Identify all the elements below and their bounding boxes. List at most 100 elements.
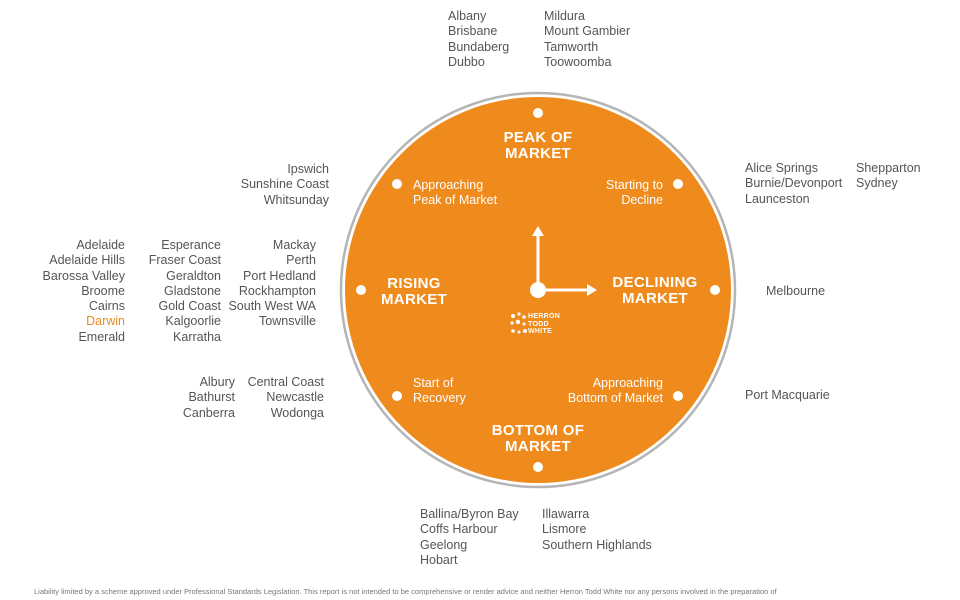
marker-starting-decline: [673, 179, 683, 189]
outer-ring: [339, 91, 737, 489]
location-item: Port Macquarie: [745, 388, 830, 402]
locations-bottom-left: Ballina/Byron Bay Coffs Harbour Geelong …: [420, 507, 519, 568]
phase-declining-line1: DECLINING: [612, 274, 698, 291]
location-item: Port Hedland: [243, 268, 316, 283]
subphase-approaching-peak: Approaching Peak of Market: [413, 178, 497, 207]
location-item: Shepparton: [856, 161, 921, 175]
subphase-approaching-bottom-line2: Bottom of Market: [567, 390, 663, 405]
location-item: Brisbane: [448, 24, 498, 39]
location-item: Wodonga: [270, 405, 324, 420]
location-item: Mount Gambier: [544, 24, 631, 39]
location-item: Launceston: [745, 191, 810, 206]
location-item: Cairns: [88, 299, 125, 314]
location-item: Southern Highlands: [542, 537, 652, 552]
location-item: Ipswich: [287, 162, 329, 176]
minute-hand-arrow-icon: [587, 284, 597, 296]
location-item: Sunshine Coast: [240, 177, 329, 192]
subphase-start-recovery-line1: Start of: [413, 376, 454, 390]
subphase-starting-decline-line1: Starting to: [606, 178, 663, 192]
subphase-approaching-peak-line2: Peak of Market: [413, 192, 498, 207]
hour-hand-arrow-icon: [532, 226, 544, 236]
clock-hub: [530, 282, 546, 298]
location-item: Perth: [286, 253, 316, 268]
location-item: Barossa Valley: [42, 268, 125, 283]
marker-declining: [710, 285, 720, 295]
locations-rising-col2: Esperance Fraser Coast Geraldton Gladsto…: [130, 238, 221, 345]
location-item: Fraser Coast: [148, 253, 221, 268]
location-item: Alice Springs: [745, 161, 818, 175]
logo-line2: TODD: [528, 320, 549, 328]
locations-bottom-right: Illawarra Lismore Southern Highlands: [542, 507, 652, 553]
location-item: Broome: [81, 283, 125, 298]
location-item: Toowoomba: [544, 54, 612, 69]
subphase-start-recovery-line2: Recovery: [413, 390, 466, 405]
phase-rising-line1: RISING: [387, 275, 441, 292]
location-item: Bathurst: [188, 390, 235, 405]
location-item: Tamworth: [544, 39, 599, 54]
location-item: Whitsunday: [263, 192, 329, 207]
location-item: Lismore: [542, 522, 587, 537]
locations-start-recovery-right: Central Coast Newcastle Wodonga: [238, 375, 324, 421]
location-item: Burnie/Devonport: [745, 176, 843, 191]
subphase-approaching-peak-line1: Approaching: [413, 178, 484, 192]
location-item: Geelong: [420, 537, 468, 552]
location-item: Kalgoorlie: [165, 314, 221, 329]
phase-declining: DECLINING MARKET: [600, 275, 710, 307]
location-item: Adelaide Hills: [49, 253, 125, 268]
location-item: Melbourne: [766, 284, 826, 298]
location-item: Canberra: [182, 405, 235, 420]
logo-dots-icon: [510, 312, 527, 334]
location-item-highlighted: Darwin: [86, 314, 125, 329]
locations-starting-decline-right: Shepparton Sydney: [856, 161, 921, 192]
subphase-starting-decline: Starting to Decline: [570, 178, 663, 207]
marker-rising: [356, 285, 366, 295]
location-item: Mildura: [544, 9, 585, 23]
location-item: Gladstone: [164, 283, 221, 298]
location-item: Bundaberg: [448, 39, 510, 54]
locations-peak-right: Mildura Mount Gambier Tamworth Toowoomba: [544, 9, 630, 70]
locations-approaching-bottom: Port Macquarie: [745, 388, 830, 403]
location-item: Karratha: [173, 329, 221, 344]
subphase-starting-decline-line2: Decline: [621, 192, 663, 207]
location-item: Coffs Harbour: [420, 522, 498, 537]
location-item: Geraldton: [166, 268, 221, 283]
location-item: Hobart: [420, 552, 458, 567]
location-item: Ballina/Byron Bay: [420, 507, 519, 521]
location-item: Central Coast: [247, 375, 324, 389]
location-item: Albany: [448, 9, 487, 23]
company-logo: HERRON TODD WHITE: [528, 313, 560, 336]
marker-peak: [533, 108, 543, 118]
disclaimer-footer: Liability limited by a scheme approved u…: [34, 587, 777, 596]
location-item: Mackay: [272, 238, 316, 252]
location-item: Townsville: [259, 314, 316, 329]
locations-rising-col3: Mackay Perth Port Hedland Rockhampton So…: [222, 238, 316, 330]
subphase-start-recovery: Start of Recovery: [413, 376, 466, 405]
marker-bottom: [533, 462, 543, 472]
location-item: South West WA: [228, 299, 316, 314]
location-item: Emerald: [78, 329, 125, 344]
phase-bottom-line2: MARKET: [505, 438, 571, 455]
location-item: Illawarra: [542, 507, 590, 521]
location-item: Dubbo: [448, 54, 485, 69]
subphase-approaching-bottom-line1: Approaching: [592, 376, 663, 390]
location-item: Newcastle: [266, 390, 324, 405]
locations-approaching-peak: Ipswich Sunshine Coast Whitsunday: [209, 162, 329, 208]
logo-line3: WHITE: [528, 328, 553, 336]
phase-bottom: BOTTOM OF MARKET: [473, 423, 603, 455]
logo-line1: HERRON: [528, 313, 561, 320]
locations-declining: Melbourne: [766, 284, 825, 299]
location-item: Adelaide: [76, 238, 125, 252]
locations-rising-col1: Adelaide Adelaide Hills Barossa Valley B…: [20, 238, 125, 345]
phase-peak-line2: MARKET: [505, 145, 571, 162]
subphase-approaching-bottom: Approaching Bottom of Market: [543, 376, 663, 405]
marker-start-recovery: [392, 391, 402, 401]
location-item: Esperance: [161, 238, 221, 252]
marker-approaching-peak: [392, 179, 402, 189]
locations-start-recovery-left: Albury Bathurst Canberra: [160, 375, 235, 421]
locations-starting-decline-left: Alice Springs Burnie/Devonport Launcesto…: [745, 161, 842, 207]
location-item: Rockhampton: [238, 283, 316, 298]
location-item: Gold Coast: [158, 299, 221, 314]
location-item: Albury: [199, 375, 235, 389]
phase-rising-line2: MARKET: [381, 291, 447, 308]
